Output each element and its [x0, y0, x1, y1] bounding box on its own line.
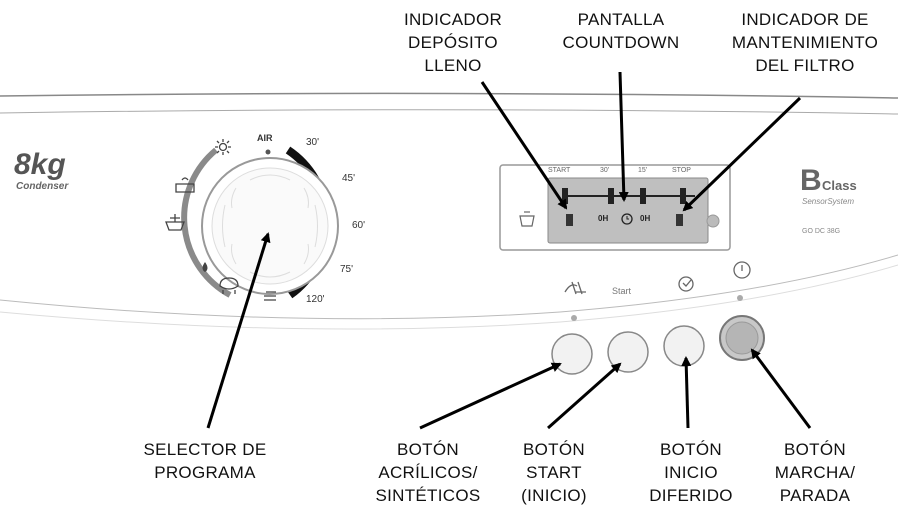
tank-indicator-led: [566, 214, 573, 226]
brand-sub: SensorSystem: [802, 197, 855, 206]
dial-time-30: 30': [306, 137, 320, 148]
brand-letter: B: [800, 164, 822, 197]
status-led: [706, 214, 720, 228]
program-dial[interactable]: [181, 146, 343, 299]
acrylic-icon: [564, 281, 586, 295]
arrow-countdown: [618, 71, 629, 202]
start-button[interactable]: [607, 331, 649, 373]
countdown-display-window: [499, 164, 731, 251]
dial-time-45: 45': [342, 173, 356, 184]
start-panel-label: Start: [612, 286, 632, 296]
power-led: [737, 295, 743, 301]
dial-air-dot: [265, 149, 271, 155]
display-15-label: 15': [638, 167, 648, 174]
arrow-delay: [681, 356, 692, 429]
arrow-deposit: [480, 81, 568, 210]
hanger-icon: [175, 177, 195, 193]
display-hours-right: 0H: [640, 214, 651, 223]
tank-icon: [519, 211, 535, 227]
model-label: GO DC 38G: [802, 228, 841, 235]
filter-indicator-led: [676, 214, 683, 226]
display-30-label: 30': [600, 167, 610, 174]
acrylic-led: [571, 315, 577, 321]
arrow-filter: [682, 96, 802, 212]
arrow-selector: [206, 232, 271, 429]
display-start-label: START: [548, 167, 571, 174]
iron-icon: [264, 291, 276, 301]
clock-icon: [621, 213, 633, 225]
dial-time-75: 75': [340, 264, 354, 275]
dial-air-label: AIR: [257, 133, 273, 143]
delay-start-button[interactable]: [663, 325, 705, 367]
arrow-start: [547, 362, 622, 430]
sheep-icon: [219, 277, 239, 294]
condenser-label: Condenser: [16, 181, 69, 192]
capacity-label: 8kg: [14, 148, 66, 181]
dial-gray-arc: [181, 147, 232, 298]
acrylic-button[interactable]: [551, 333, 593, 375]
power-icon: [733, 261, 751, 279]
drop-icon: [202, 262, 208, 272]
delay-icon: [678, 276, 694, 292]
display-stop-label: STOP: [672, 167, 691, 174]
dial-time-120: 120': [306, 294, 325, 305]
brand-word: Class: [822, 178, 857, 193]
arrow-power: [750, 348, 812, 429]
basket-icon: [165, 214, 185, 231]
display-hours-left: 0H: [598, 214, 609, 223]
arrow-acrylic: [419, 362, 562, 430]
dial-time-60: 60': [352, 220, 366, 231]
sun-icon: [215, 139, 231, 155]
callout-arrows: [206, 71, 812, 430]
